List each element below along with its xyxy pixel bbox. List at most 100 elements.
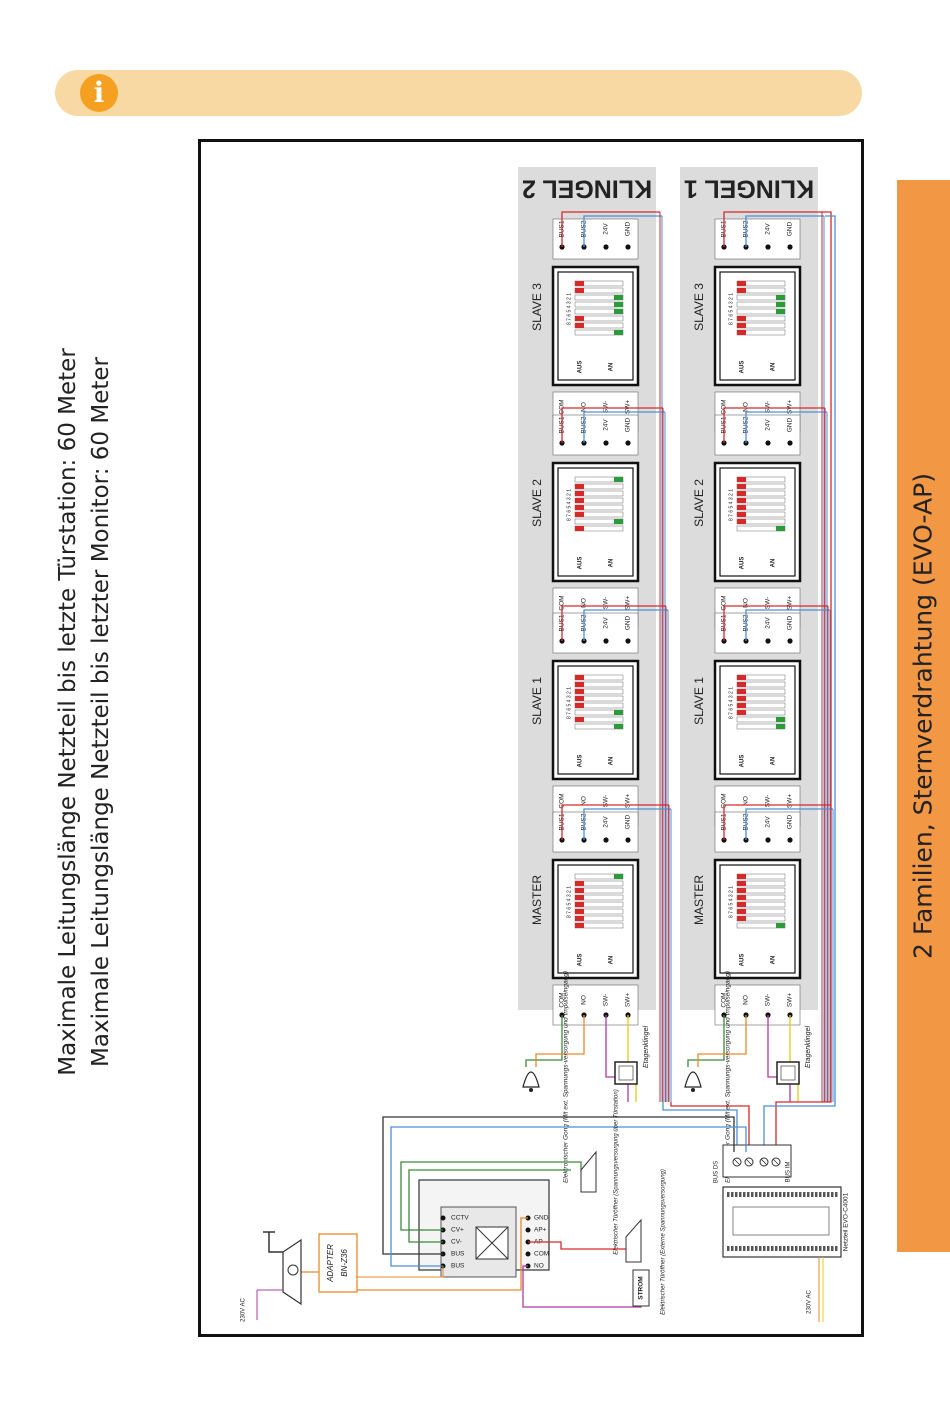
- psu-vent: [787, 1246, 790, 1251]
- terminal-dot: [625, 244, 631, 250]
- wire-main-bus-blue: [763, 215, 836, 1152]
- wire-bus2: [583, 808, 671, 840]
- psu-vent: [779, 1192, 782, 1197]
- unit-label: SLAVE 3: [530, 283, 544, 331]
- dip-off-label: AUS: [740, 361, 746, 374]
- terminal-dot: [787, 837, 793, 843]
- relay-terminal-label: NO: [534, 1263, 544, 1270]
- wire-opener1-green: [400, 1161, 582, 1231]
- door-terminal-label: CV+: [451, 1227, 464, 1234]
- wire-bus-ds-red: [670, 1102, 750, 1152]
- dip-off: [737, 519, 746, 524]
- dip-off: [575, 923, 584, 928]
- wire-no: [535, 1015, 585, 1067]
- terminal-label: GND: [625, 615, 632, 630]
- bell-icon: [522, 1071, 540, 1088]
- terminal-dot: [603, 837, 609, 843]
- dip-off: [575, 505, 584, 510]
- dip-on: [776, 526, 785, 531]
- dip-off: [575, 689, 584, 694]
- psu-vent: [759, 1246, 762, 1251]
- psu-vent: [775, 1192, 778, 1197]
- terminal-dot: [603, 440, 609, 446]
- psu-vent: [783, 1246, 786, 1251]
- psu-vent: [791, 1192, 794, 1197]
- etagenklingel-label: Etagenklingel: [805, 1026, 812, 1068]
- camera-lens: [287, 1264, 299, 1276]
- dip-off-label: AUS: [740, 755, 746, 768]
- dip-off: [737, 689, 746, 694]
- unit-label: SLAVE 2: [692, 479, 706, 527]
- psu-vent: [763, 1192, 766, 1197]
- terminal-strip-top: [714, 811, 801, 853]
- psu-vent: [835, 1192, 838, 1197]
- dip-off: [575, 484, 584, 489]
- dip-off: [737, 491, 746, 496]
- psu-vent: [827, 1246, 830, 1251]
- psu-vent: [751, 1246, 754, 1251]
- dip-on-label: AN: [609, 559, 615, 568]
- dip-off: [737, 682, 746, 687]
- bell-icon: [684, 1071, 702, 1088]
- terminal-label: SW-: [603, 597, 610, 610]
- terminal-label: NO: [581, 995, 588, 1005]
- psu-vent: [815, 1192, 818, 1197]
- psu-vent: [767, 1246, 770, 1251]
- dip-on-label: AN: [771, 757, 777, 766]
- terminal-label: 24V: [765, 617, 772, 629]
- psu-vent: [755, 1192, 758, 1197]
- psu-vent: [811, 1192, 814, 1197]
- terminal-label: 24V: [603, 617, 610, 629]
- terminal-label: COM: [559, 793, 566, 808]
- psu-screw-slot: [733, 1158, 741, 1166]
- klingel-title: KLINGEL 1: [684, 174, 814, 202]
- psu-vent: [815, 1246, 818, 1251]
- psu-vent: [795, 1192, 798, 1197]
- terminal-label: 24V: [765, 419, 772, 431]
- psu-vent: [783, 1192, 786, 1197]
- terminal-label: SW+: [787, 400, 794, 414]
- wire-relay-com: [528, 1241, 626, 1250]
- wire-bus1: [723, 804, 831, 840]
- dip-off: [575, 703, 584, 708]
- wire-bus1: [723, 211, 822, 247]
- dip-off: [575, 323, 584, 328]
- terminal-label: GND: [625, 417, 632, 432]
- psu-vent: [799, 1192, 802, 1197]
- terminal-dot: [603, 244, 609, 250]
- unit-label: MASTER: [530, 875, 544, 925]
- dip-off: [737, 895, 746, 900]
- terminal-dot: [765, 837, 771, 843]
- relay-terminal-label: AP+: [534, 1227, 547, 1234]
- terminal-label: SW-: [603, 401, 610, 414]
- terminal-dot: [603, 638, 609, 644]
- door-terminal-label: CV-: [451, 1239, 462, 1246]
- door-opener-1-icon: [580, 1150, 597, 1193]
- psu-vent: [735, 1246, 738, 1251]
- psu-vent: [727, 1192, 730, 1197]
- dip-on: [776, 302, 785, 307]
- psu-front: [732, 1206, 830, 1236]
- psu-vent: [803, 1246, 806, 1251]
- dip-off: [737, 323, 746, 328]
- door-terminal-label: BUS: [451, 1251, 465, 1258]
- terminal-label: COM: [559, 399, 566, 414]
- wire-adapter-out: [357, 1266, 444, 1278]
- psu-vent: [831, 1246, 834, 1251]
- psu-vent: [819, 1192, 822, 1197]
- wire-bus1: [561, 211, 660, 247]
- dip-numbers: 8 7 6 5 4 3 2 1: [566, 687, 572, 719]
- dip-off: [737, 703, 746, 708]
- bus-ds-label: BUS DS: [714, 1161, 720, 1183]
- psu-vent: [743, 1246, 746, 1251]
- relay-terminal-dot: [525, 1251, 531, 1257]
- dip-off: [737, 316, 746, 321]
- terminal-label: SW+: [787, 993, 794, 1007]
- dip-off: [737, 281, 746, 286]
- psu-vent: [739, 1192, 742, 1197]
- terminal-label: SW+: [625, 400, 632, 414]
- wire-bus1: [561, 407, 663, 443]
- wire-bus2: [745, 808, 833, 840]
- wire-no: [697, 1015, 747, 1067]
